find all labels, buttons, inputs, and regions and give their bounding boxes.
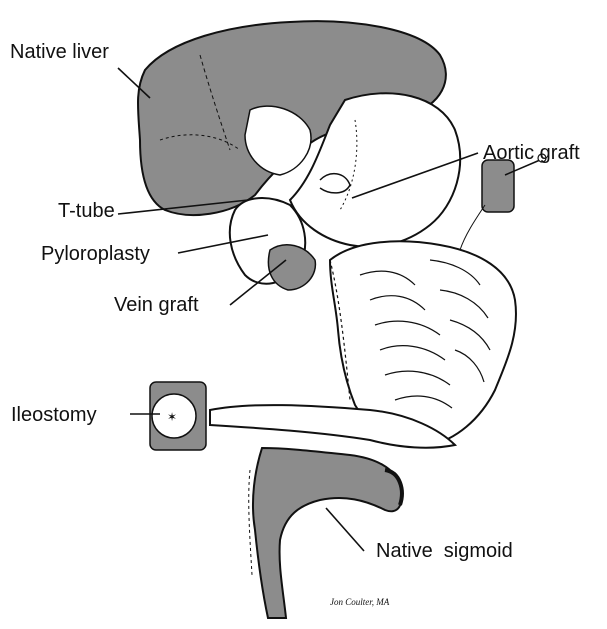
label-native-sigmoid: Native sigmoid	[376, 541, 513, 561]
drainage-pouch	[482, 160, 514, 212]
label-t-tube: T-tube	[58, 201, 115, 221]
label-vein-graft: Vein graft	[114, 295, 199, 315]
leader-native-sigmoid	[326, 508, 364, 551]
label-pyloroplasty: Pyloroplasty	[41, 244, 150, 264]
pouch-line	[460, 205, 485, 250]
pancreas-head	[268, 245, 315, 290]
sigmoid-stitch	[249, 470, 252, 575]
label-native-liver: Native liver	[10, 42, 109, 62]
label-aortic-graft: Aortic graft	[483, 143, 580, 163]
native-sigmoid-shape	[253, 448, 402, 618]
label-ileostomy: Ileostomy	[11, 405, 97, 425]
artist-credit: Jon Coulter, MA	[330, 598, 389, 607]
ileostomy-stoma-mark: ✶	[167, 410, 177, 424]
